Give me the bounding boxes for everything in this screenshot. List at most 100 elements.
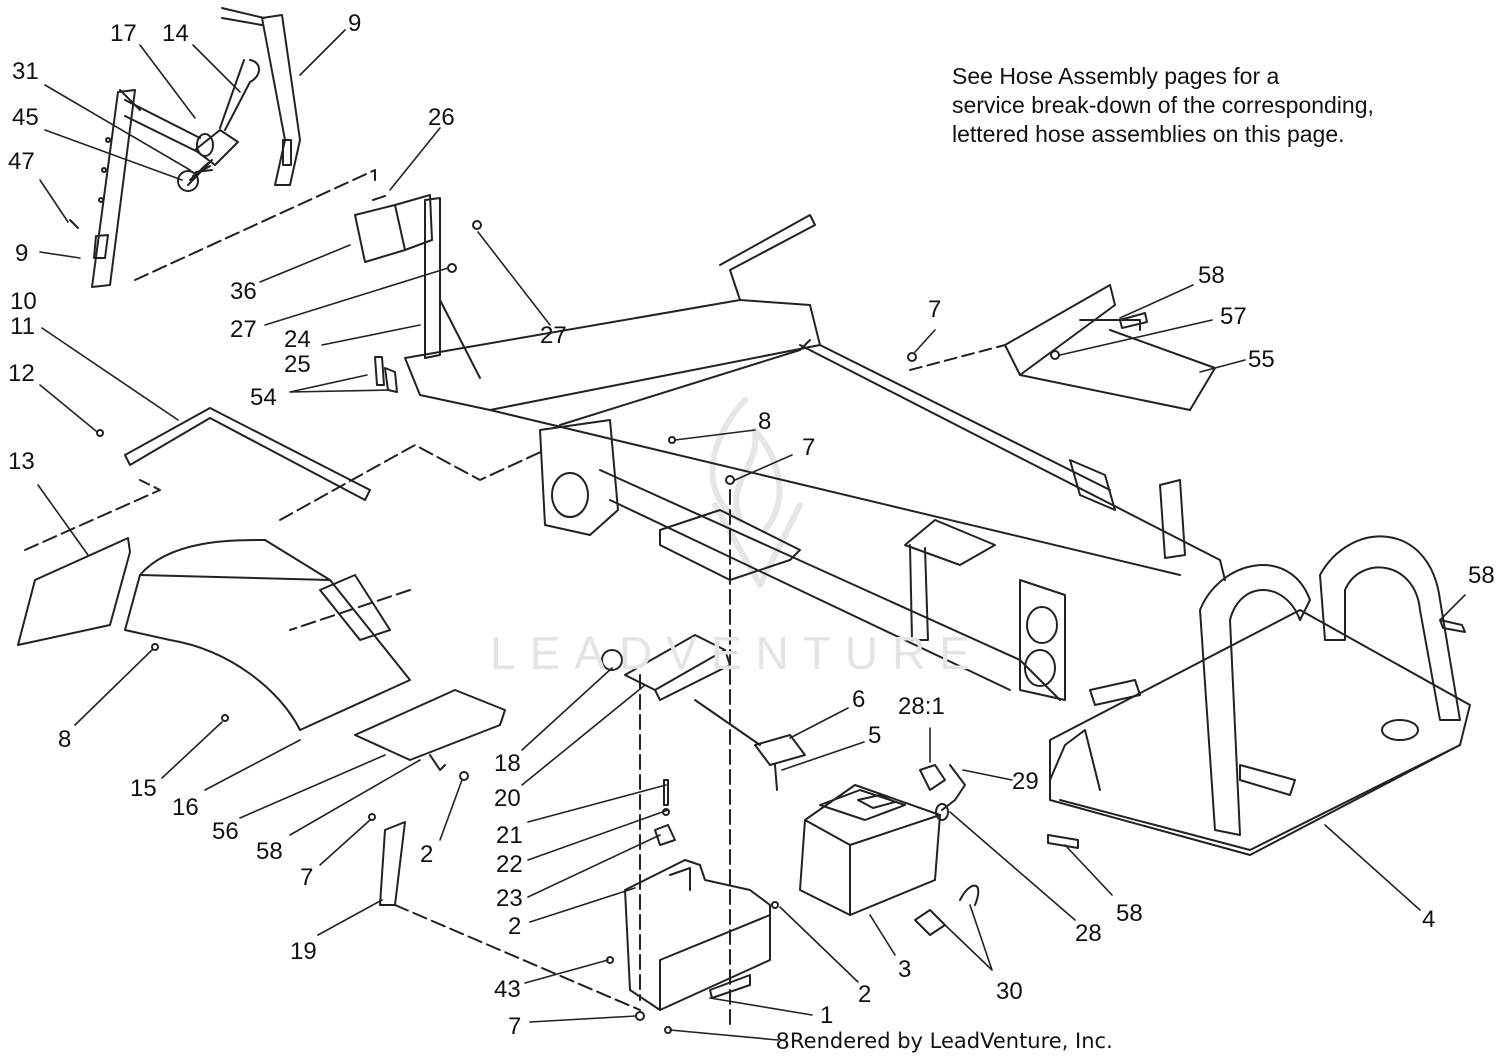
note-line: lettered hose assemblies on this page.	[952, 121, 1345, 147]
callout-14[interactable]: 14	[162, 20, 189, 47]
callout-9[interactable]: 9	[348, 10, 362, 37]
callout-19[interactable]: 19	[290, 938, 317, 965]
callout-2[interactable]: 2	[420, 841, 434, 868]
handle-left	[91, 89, 141, 288]
note-line: service break-down of the corresponding,	[952, 92, 1374, 118]
callout-54[interactable]: 54	[250, 384, 277, 411]
callout-6[interactable]: 6	[852, 686, 866, 713]
bracket-55	[1004, 284, 1216, 411]
render-credit: Rendered by LeadVenture, Inc.	[790, 1029, 1113, 1053]
callout-2[interactable]: 2	[858, 981, 872, 1008]
callout-22[interactable]: 22	[496, 851, 523, 878]
watermark-logo-icon	[709, 397, 803, 588]
callout-13[interactable]: 13	[8, 448, 35, 475]
callout-36[interactable]: 36	[230, 278, 257, 305]
screw-2	[771, 901, 779, 909]
latch-rod	[194, 59, 260, 166]
phantom-fender-lines	[24, 444, 546, 631]
main-frame	[404, 214, 1226, 701]
callout-8[interactable]: 8	[58, 726, 72, 753]
callout-7[interactable]: 7	[802, 434, 816, 461]
nut-8-left	[151, 643, 159, 651]
callout-23[interactable]: 23	[496, 885, 523, 912]
callout-43[interactable]: 43	[494, 976, 521, 1003]
bolt-21	[663, 779, 669, 806]
callout-8[interactable]: 8	[776, 1028, 790, 1055]
callout-28-1[interactable]: 28:1	[898, 693, 945, 720]
callout-58[interactable]: 58	[1468, 562, 1495, 589]
callout-58[interactable]: 58	[256, 838, 283, 865]
rear-frame-rops	[1049, 535, 1471, 856]
watermark-text: LEADVENTURE	[490, 627, 984, 679]
callout-1[interactable]: 1	[820, 1002, 834, 1029]
callout-31[interactable]: 31	[12, 58, 39, 85]
mount-plate	[354, 689, 506, 771]
cable-29	[941, 764, 966, 811]
callout-2[interactable]: 2	[508, 913, 522, 940]
nut-57	[1050, 350, 1060, 360]
callout-20[interactable]: 20	[494, 785, 521, 812]
callout-30[interactable]: 30	[996, 978, 1023, 1005]
battery-tray	[624, 859, 771, 1011]
bolt-2-left	[459, 771, 469, 781]
callout-26[interactable]: 26	[428, 104, 455, 131]
callout-29[interactable]: 29	[1012, 768, 1039, 795]
callout-10[interactable]: 10	[10, 288, 37, 315]
plate-6	[754, 734, 806, 766]
callout-9[interactable]: 9	[15, 240, 29, 267]
phantom-line-55	[909, 344, 1006, 371]
bolt-47	[69, 219, 79, 229]
callout-56[interactable]: 56	[212, 818, 239, 845]
clip-54	[374, 356, 398, 393]
callout-7[interactable]: 7	[508, 1013, 522, 1040]
callout-45[interactable]: 45	[12, 104, 39, 131]
pin-58b	[1047, 834, 1079, 849]
callout-7[interactable]: 7	[300, 864, 314, 891]
pin-58-upper	[1119, 312, 1148, 329]
phantom-line-19	[394, 904, 641, 1011]
callout-24[interactable]: 24	[284, 326, 311, 353]
callout-21[interactable]: 21	[496, 822, 523, 849]
boot-28-1	[919, 764, 946, 791]
mount-bracket	[354, 194, 482, 379]
callout-55[interactable]: 55	[1248, 346, 1275, 373]
callout-47[interactable]: 47	[8, 148, 35, 175]
callout-3[interactable]: 3	[898, 956, 912, 983]
link-rod	[379, 821, 406, 906]
spring	[177, 159, 213, 192]
leader-lines	[37, 29, 1466, 1041]
callout-58[interactable]: 58	[1116, 900, 1143, 927]
fender	[124, 539, 411, 731]
callout-57[interactable]: 57	[1220, 303, 1247, 330]
screw-5	[774, 764, 778, 791]
callout-12[interactable]: 12	[8, 360, 35, 387]
callout-27[interactable]: 27	[230, 316, 257, 343]
callout-15[interactable]: 15	[130, 775, 157, 802]
callout-7[interactable]: 7	[928, 296, 942, 323]
clamp-23	[654, 824, 676, 846]
callout-17[interactable]: 17	[110, 20, 137, 47]
screw-15	[221, 714, 229, 722]
callout-11[interactable]: 11	[10, 313, 35, 340]
handle-right	[221, 7, 301, 186]
callout-58[interactable]: 58	[1198, 262, 1225, 289]
support-bar	[96, 407, 371, 501]
terminal-28	[935, 803, 949, 821]
callout-27[interactable]: 27	[540, 322, 567, 349]
callout-4[interactable]: 4	[1422, 906, 1436, 933]
nut-7-left	[368, 813, 376, 821]
nut-7-bottom	[635, 1011, 645, 1021]
callout-16[interactable]: 16	[172, 794, 199, 821]
pin-58	[1439, 619, 1466, 633]
hand-grip	[124, 99, 214, 157]
nut-7-upper	[907, 352, 917, 362]
callout-5[interactable]: 5	[868, 722, 882, 749]
callout-8[interactable]: 8	[758, 408, 772, 435]
callout-28[interactable]: 28	[1075, 920, 1102, 947]
callout-18[interactable]: 18	[494, 750, 521, 777]
boot-30	[914, 909, 946, 936]
callout-25[interactable]: 25	[284, 351, 311, 378]
floor-pan	[17, 537, 131, 646]
